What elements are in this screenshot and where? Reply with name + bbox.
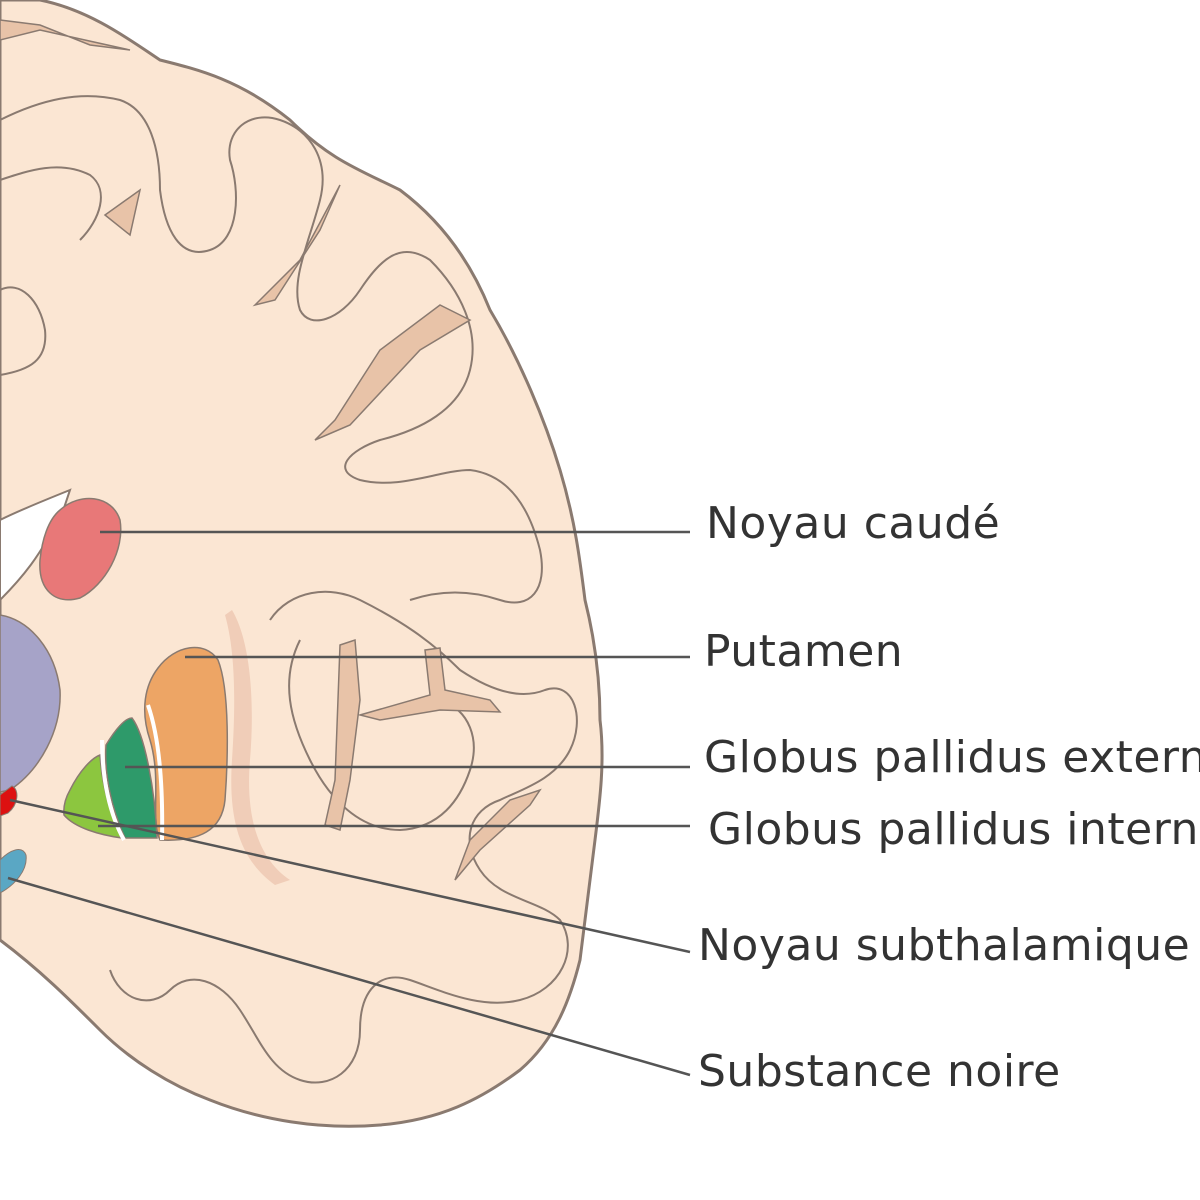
- subthalamic-nucleus: [0, 785, 18, 817]
- cortex-inner-outline-4: [0, 286, 47, 376]
- label-putamen: Putamen: [704, 626, 904, 677]
- sulcus-2: [252, 184, 341, 307]
- gpi-gap-line: [100, 739, 126, 841]
- caudate-nucleus: [39, 497, 122, 601]
- sulcus-3: [314, 304, 472, 441]
- leader-line-sn: [7, 876, 691, 1077]
- label-globus-pallidus-interne: Globus pallidus interne: [708, 804, 1200, 855]
- sulcus-1: [103, 188, 142, 237]
- substantia-nigra: [0, 849, 27, 894]
- cortex-inner-outline: [0, 95, 543, 604]
- sulcus-5: [324, 638, 361, 831]
- brain-hemisphere: [0, 0, 604, 1128]
- leader-line-stn: [9, 798, 691, 954]
- insula-shade: [225, 610, 290, 885]
- cortex-inner-outline-5: [0, 166, 102, 241]
- sulcus-7: [454, 788, 542, 881]
- label-noyau-subthalamique: Noyau subthalamique: [698, 920, 1191, 971]
- sulcus-4: [0, 19, 131, 51]
- sulcus-6: [357, 647, 502, 721]
- cortex-inner-outline-3: [288, 639, 475, 832]
- globus-pallidus-externe: [104, 717, 158, 839]
- label-substance-noire: Substance noire: [698, 1046, 1061, 1097]
- label-globus-pallidus-externe: Globus pallidus externe: [704, 732, 1200, 783]
- label-noyau-caude: Noyau caudé: [706, 498, 1001, 549]
- cortex-inner-outline-2: [109, 590, 578, 1084]
- thalamus: [0, 614, 61, 793]
